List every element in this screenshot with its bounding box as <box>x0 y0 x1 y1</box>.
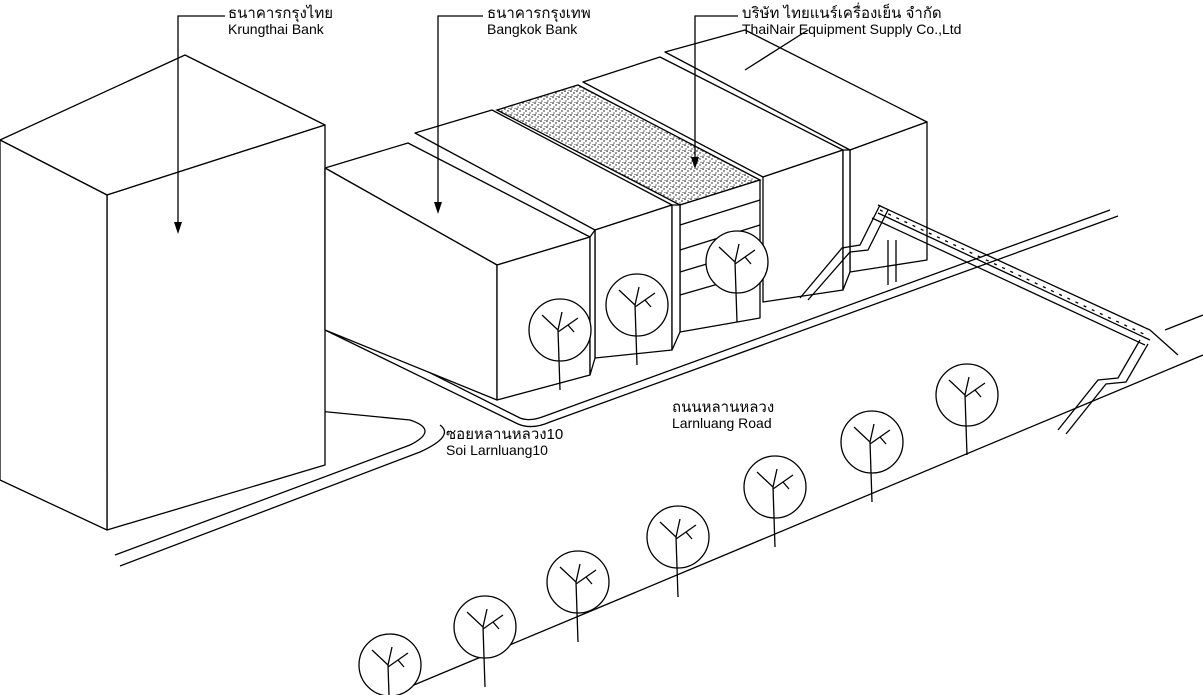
sidewalk-lines <box>0 209 1203 695</box>
thainair-label: บริษัท ไทยแนร์เครื่องเย็น จำกัด ThaiNair… <box>742 6 961 36</box>
tree-icon <box>935 363 999 456</box>
tree-icon <box>358 633 422 695</box>
krungthai-label: ธนาคารกรุงไทย Krungthai Bank <box>228 6 333 36</box>
bangkok-bank-thai: ธนาคารกรุงเทพ <box>487 5 591 22</box>
tree-icon <box>840 410 904 503</box>
krungthai-building <box>0 54 326 531</box>
thainair-english: ThaiNair Equipment Supply Co.,Ltd <box>742 20 962 37</box>
bangkok-bank-label: ธนาคารกรุงเทพ Bangkok Bank <box>487 6 591 36</box>
tree-icon <box>605 273 669 366</box>
krungthai-english: Krungthai Bank <box>228 20 324 37</box>
tree-icon <box>546 550 610 643</box>
soi-english: Soi Larnluang10 <box>446 441 548 458</box>
tree-icon <box>743 455 807 548</box>
road-label: ถนนหลานหลวง Larnluang Road <box>672 400 774 430</box>
soi-thai: ซอยหลานหลวง10 <box>446 426 564 443</box>
pedestrian-bridge <box>799 204 1179 435</box>
soi-label: ซอยหลานหลวง10 Soi Larnluang10 <box>446 427 563 457</box>
tree-icon <box>528 298 592 391</box>
leader-lines <box>174 15 809 234</box>
tree-icon <box>705 230 769 323</box>
road-english: Larnluang Road <box>672 414 772 431</box>
krungthai-thai: ธนาคารกรุงไทย <box>228 5 334 22</box>
bangkok-bank-english: Bangkok Bank <box>487 20 578 37</box>
tree-icon <box>453 595 517 688</box>
trees <box>358 230 999 695</box>
thainair-thai: บริษัท ไทยแนร์เครื่องเย็น จำกัด <box>742 5 942 22</box>
road-thai: ถนนหลานหลวง <box>672 399 775 416</box>
tree-icon <box>646 505 710 598</box>
